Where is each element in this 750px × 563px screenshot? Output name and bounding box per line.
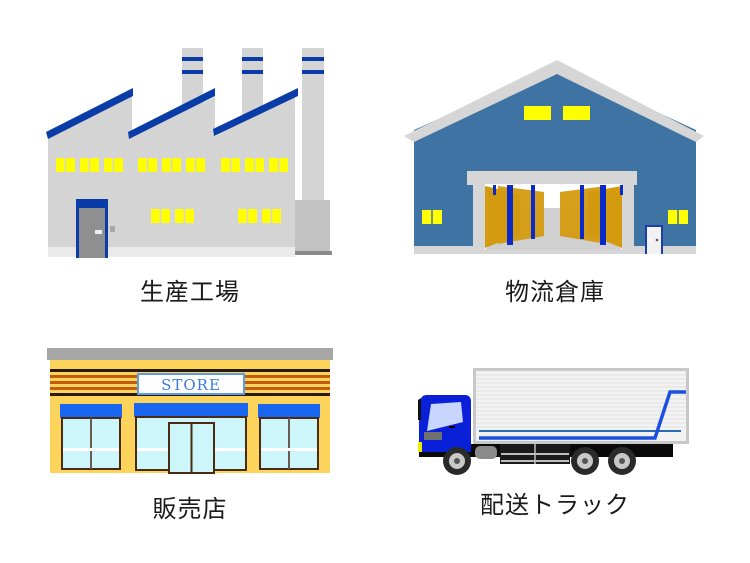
factory-illustration bbox=[46, 48, 332, 258]
fuel-tank bbox=[475, 446, 497, 459]
warehouse-door bbox=[645, 225, 663, 254]
warehouse-window-right bbox=[668, 210, 688, 224]
factory-label: 生産工場 bbox=[140, 278, 240, 306]
store-roof bbox=[47, 348, 333, 360]
factory-door bbox=[76, 199, 115, 258]
truck-label: 配送トラック bbox=[480, 491, 630, 519]
truck-illustration bbox=[418, 368, 689, 475]
store-window-left bbox=[60, 404, 122, 470]
warehouse-label: 物流倉庫 bbox=[505, 278, 605, 306]
loading-bay bbox=[467, 171, 637, 252]
warehouse-window-left bbox=[422, 210, 442, 224]
truck-wheel bbox=[443, 447, 471, 475]
warehouse-window bbox=[524, 106, 551, 120]
store-window-right bbox=[258, 404, 320, 470]
warehouse-illustration bbox=[404, 60, 704, 254]
truck-wheel bbox=[608, 447, 636, 475]
truck-wheel bbox=[571, 447, 599, 475]
store-label: 販売店 bbox=[152, 495, 228, 523]
store-entrance bbox=[134, 403, 248, 474]
tall-chimney bbox=[295, 48, 332, 255]
truck-cab bbox=[418, 395, 471, 452]
roof bbox=[213, 88, 298, 136]
truck-side-guard bbox=[500, 444, 570, 464]
warehouse-window bbox=[563, 106, 590, 120]
store-illustration: STORE bbox=[47, 348, 333, 474]
truck-cargo-box bbox=[473, 368, 689, 444]
roof bbox=[128, 88, 215, 139]
store-sign-text: STORE bbox=[161, 376, 221, 394]
factory-windows-upper bbox=[56, 158, 288, 172]
store-sign bbox=[137, 373, 245, 395]
roof bbox=[46, 88, 133, 139]
